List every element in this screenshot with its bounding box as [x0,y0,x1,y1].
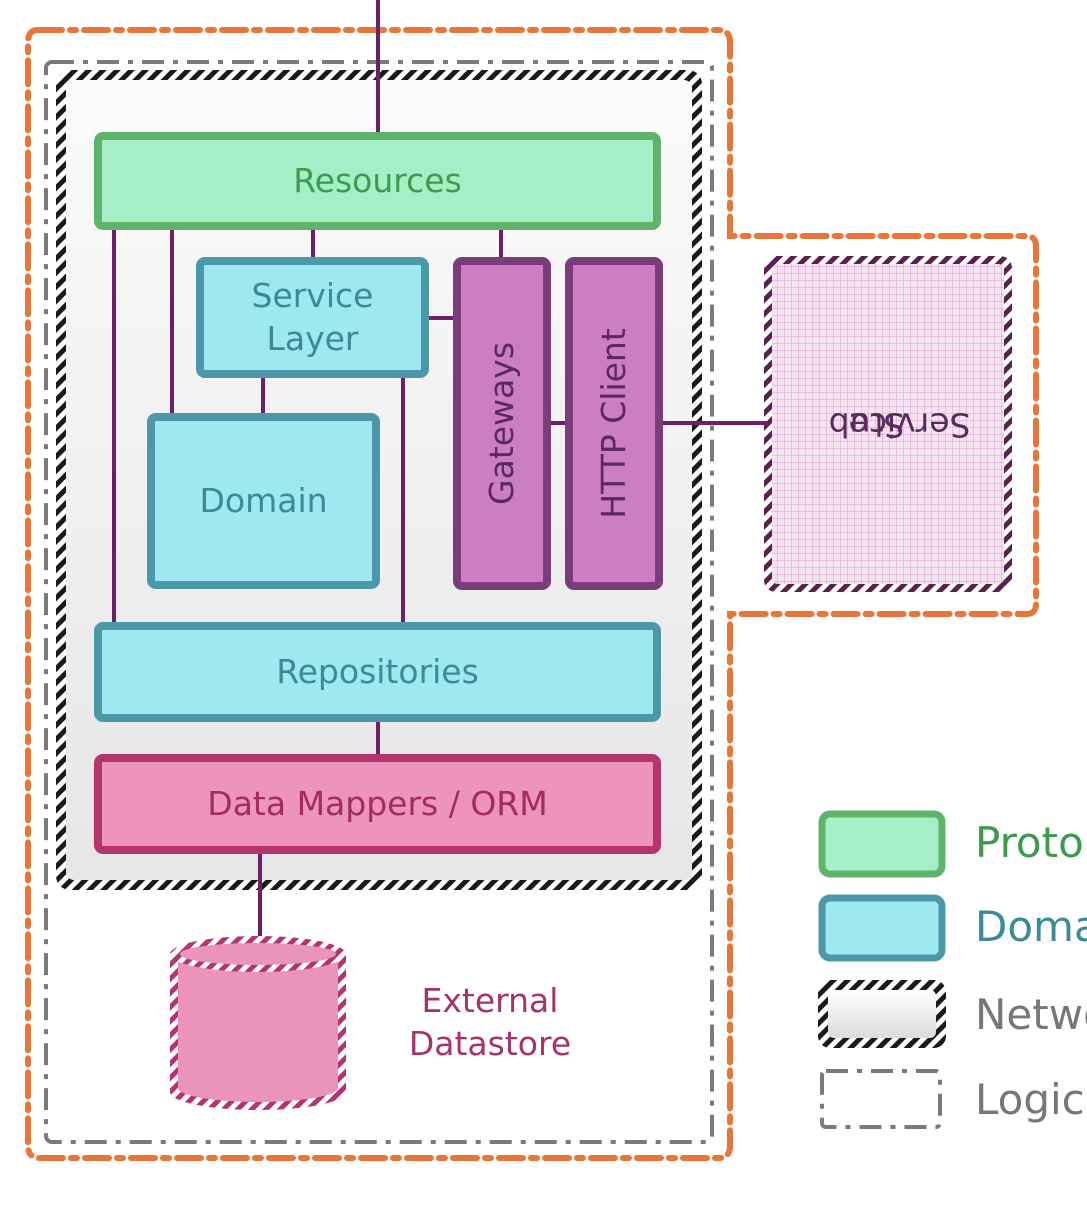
gateways-label: Gateways [481,342,521,505]
external-datastore-label: External Datastore [370,980,610,1066]
repositories-box: Repositories [94,622,661,722]
http-client-label: HTTP Client [593,328,633,519]
service-layer-box: Service Layer [196,257,429,378]
legend-logical-text: Logica [975,1075,1087,1124]
connectors [112,0,768,942]
domain-swatch-icon [818,894,946,962]
external-datastore-line2: Datastore [408,1023,572,1063]
domain-label: Domain [199,480,328,520]
repositories-label: Repositories [276,651,479,691]
data-mappers-label: Data Mappers / ORM [207,783,548,823]
resources-box: Resources [94,132,661,230]
stub-service: Stub Service [772,264,1004,584]
stub-service-fill [772,264,1004,584]
protocol-swatch-icon [818,810,946,878]
logical-swatch-icon [820,1069,942,1129]
domain-box: Domain [147,413,380,589]
legend-network-text: Netwo [975,990,1087,1039]
legend-protocol-text: Proto [975,818,1084,867]
resources-label: Resources [293,160,462,200]
service-layer-label-line2: Layer [266,318,359,358]
legend-domain-text: Doma [975,902,1087,951]
external-datastore-line1: External [421,981,559,1020]
service-layer-label-line1: Service [251,275,374,315]
data-mappers-box: Data Mappers / ORM [94,754,661,854]
http-client-box: HTTP Client [565,257,663,590]
orange-boundary [25,27,1039,1161]
stub-service-label-line2: Service [848,405,971,445]
gateways-box: Gateways [453,257,551,590]
datastore-cylinder [170,936,346,1110]
